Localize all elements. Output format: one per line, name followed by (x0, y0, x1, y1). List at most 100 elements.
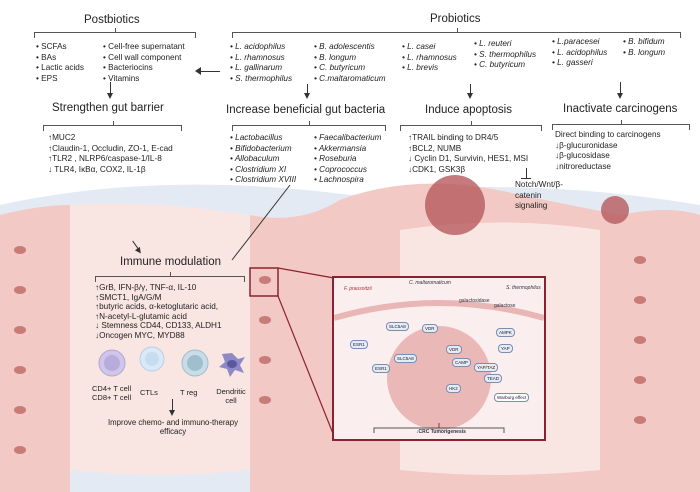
apoptosis-title: Induce apoptosis (425, 104, 512, 116)
immune-bracket (95, 272, 245, 282)
effect-line: ↓Oncogen MYC, MYD88 (95, 330, 185, 340)
slc5a8-nuclear-node: SLC5A8 (394, 354, 417, 363)
immune-title: Immune modulation (120, 256, 221, 268)
list-item: S. thermophilus (474, 50, 536, 61)
list-item: L. brevis (402, 63, 457, 74)
postbiotics-list-1: SCFAs BAs Lactic acids EPS (36, 42, 84, 84)
villus-far-right (620, 210, 700, 492)
list-item: Akkermansia (314, 144, 382, 155)
probiotics-group-6: B. bifidum B. longum (623, 37, 665, 58)
effect-line: ↓CDK1, GSK3β (408, 164, 466, 174)
list-item: Bifidobacterium (230, 144, 310, 155)
effect-line: ↑BCL2, NUMB (408, 143, 462, 153)
carcinogens-bracket (552, 120, 690, 130)
list-item: Lactobacillus (230, 133, 310, 144)
list-item: Faecalibacterium (314, 133, 381, 144)
probiotics-group-2: B. adolescentis B. longum C. butyricum C… (314, 42, 386, 84)
effect-line: ↑TRAIL binding to DR4/5 (408, 133, 499, 142)
nucleus (387, 326, 491, 430)
barrier-effects: ↑MUC2 ↑Claudin-1, Occludin, ZO-1, E-cad … (48, 133, 173, 175)
probiotics-group-1: L. acidophilus L. rhamnosus L. gallinaru… (230, 42, 292, 84)
list-item: EPS (36, 74, 84, 85)
bacteria-list-2: Faecalibacterium Akkermansia Roseburia C… (314, 133, 382, 186)
list-item: SCFAs (36, 42, 84, 53)
arrow-down (169, 399, 175, 416)
effect-line: ↑GrB, IFN-β/γ, TNF-α, IL-10 (95, 283, 197, 292)
list-item: L. rhamnosus (230, 53, 292, 64)
effect-line: ↑N-acetyl-L-glutamic acid (95, 311, 187, 321)
apoptosis-bracket (400, 121, 542, 131)
probiotics-group-3: L. casei L. rhamnosus L. brevis (402, 42, 457, 74)
label-galactose: galactose (494, 303, 516, 309)
signaling-label: Notch/Wnt/β-catenin signaling (515, 180, 563, 211)
tead-node: TEAD (484, 374, 503, 383)
list-item: Clostridium XI (230, 165, 310, 176)
cell-nuclei (14, 246, 646, 454)
list-item: Cell-free supernatant (103, 42, 184, 53)
effect-line: ↑TLR2 , NLRP6/caspase-1/IL-8 (48, 154, 162, 164)
list-item: B. adolescentis (314, 42, 386, 53)
list-item: Roseburia (314, 154, 382, 165)
list-item: L. rhamnosus (402, 53, 457, 64)
esr1-nuclear-node: ESR1 (372, 364, 390, 373)
list-item: L. acidophilus (552, 48, 607, 59)
label-s-thermophilus: S. thermophilus (506, 285, 541, 291)
effect-line: ↓ Cyclin D1, Survivin, HES1, MSI (408, 154, 529, 164)
bacteria-list-1: Lactobacillus Bifidobacterium Allobaculu… (230, 133, 310, 186)
villus-left (0, 205, 70, 492)
ampk-node: AMPK (496, 328, 515, 337)
list-item: S. thermophilus (230, 74, 292, 85)
list-item: Clostridium XVIII (230, 175, 310, 186)
list-item: Allobaculum (230, 154, 310, 165)
effect-line: ↑SMCT1, IgA/G/M (95, 292, 162, 302)
effect-line: ↓nitroreductase (555, 161, 611, 171)
yap-node: YAP (498, 344, 513, 353)
yaptaz-node: YAP/TAZ (474, 363, 499, 372)
bacteria-bracket (232, 121, 386, 131)
cell-mechanism-inset: F. prausnitzii C. maltaromaticum S. ther… (332, 276, 546, 441)
list-item: Bacteriocins (103, 63, 185, 74)
warburg-effect-node: Warburg effect (494, 393, 530, 402)
label-c-maltaromaticum: C. maltaromaticum (409, 280, 451, 286)
arrow-down (107, 82, 113, 99)
vdr-node: VDR (422, 324, 438, 333)
bacteria-title: Increase beneficial gut bacteria (226, 104, 386, 116)
effect-line: ↑butyric acids, α-ketoglutaric acid, (95, 302, 219, 312)
list-item: L. acidophilus (230, 42, 292, 53)
postbiotics-list-2: Cell-free supernatant Cell wall componen… (103, 42, 185, 85)
label-f-prausnitzii: F. prausnitzii (344, 286, 372, 292)
barrier-title: Strengthen gut barrier (52, 102, 164, 114)
list-item: L.paracesei (552, 37, 607, 48)
inhibition-line (526, 168, 527, 178)
list-item: Vitamins (103, 74, 185, 85)
arrow-down (304, 84, 310, 99)
list-item: B. bifidum (623, 37, 665, 48)
cell-label-dendritic: Dendritic cell (216, 387, 246, 405)
carcinogens-effects: Direct binding to carcinogens ↓β-glucuro… (555, 130, 661, 172)
list-item: B. longum (314, 53, 386, 64)
esr1-node: ESR1 (350, 340, 368, 349)
cell-membrane (334, 300, 544, 321)
effect-line: ↑Claudin-1, Occludin, ZO-1, E-cad (48, 143, 173, 153)
hk2-node: HK2 (446, 384, 461, 393)
carcinogens-title: Inactivate carcinogens (563, 103, 678, 115)
list-item: B. longum (623, 48, 665, 59)
effect-line: ↓ Stemness CD44, CD133, ALDH1 (95, 321, 222, 331)
label-galactosidase: galactosidase (459, 298, 490, 304)
immune-cells (98, 346, 245, 377)
arrow-probiotics-to-postbiotics (198, 71, 220, 72)
immune-effects: ↑GrB, IFN-β/γ, TNF-α, IL-10 ↑SMCT1, IgA/… (95, 283, 222, 341)
tumor-mass (425, 175, 485, 235)
small-tumor (601, 196, 629, 224)
crypt-left (70, 203, 250, 475)
camp-node: CAMP (452, 358, 472, 367)
list-item: L. gallinarum (230, 63, 292, 74)
cell-label-treg: T reg (180, 388, 198, 397)
vdr-nuclear-node: VDR (446, 345, 462, 354)
zoom-source-box (249, 267, 279, 297)
arrowhead-left (195, 67, 201, 75)
list-item: Cell wall component (103, 53, 185, 64)
list-item: L. casei (402, 42, 457, 53)
effect-line: ↑MUC2 (48, 133, 76, 142)
